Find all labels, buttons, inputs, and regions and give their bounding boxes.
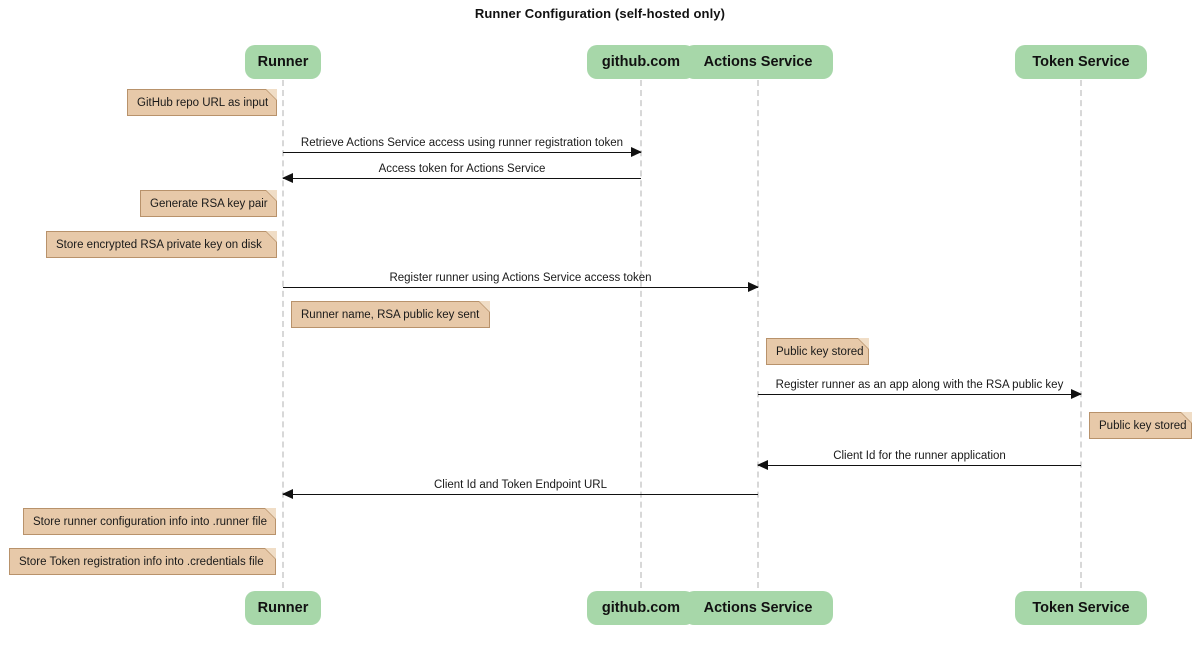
note-box: GitHub repo URL as input: [127, 89, 277, 116]
note-text: Public key stored: [1099, 419, 1187, 432]
message-arrow: Access token for Actions Service: [282, 163, 641, 183]
participant-label: Token Service: [1032, 600, 1130, 616]
participant-runner-top[interactable]: Runner: [245, 45, 321, 79]
arrowhead-icon: [748, 282, 759, 292]
message-arrow: Register runner as an app along with the…: [758, 379, 1082, 399]
participant-label: github.com: [601, 54, 681, 70]
participant-github-top[interactable]: github.com: [587, 45, 695, 79]
lifeline-runner: [282, 80, 284, 588]
note-box: Runner name, RSA public key sent: [291, 301, 490, 328]
lifeline-github: [640, 80, 642, 588]
participant-runner-bottom[interactable]: Runner: [245, 591, 321, 625]
message-line: [283, 287, 758, 288]
note-box: Store Token registration info into .cred…: [9, 548, 276, 575]
message-label: Register runner using Actions Service ac…: [389, 272, 652, 284]
arrowhead-icon: [282, 173, 293, 183]
lifeline-actions: [757, 80, 759, 588]
note-text: Generate RSA key pair: [150, 197, 268, 210]
note-box: Store encrypted RSA private key on disk: [46, 231, 277, 258]
message-line: [758, 394, 1081, 395]
arrowhead-icon: [757, 460, 768, 470]
note-box: Store runner configuration info into .ru…: [23, 508, 276, 535]
note-box: Public key stored: [766, 338, 869, 365]
participant-label: Actions Service: [703, 54, 813, 70]
message-line: [758, 465, 1081, 466]
message-label: Client Id for the runner application: [833, 450, 1006, 462]
note-text: GitHub repo URL as input: [137, 96, 269, 109]
participant-actions-bottom[interactable]: Actions Service: [683, 591, 833, 625]
note-text: Store encrypted RSA private key on disk: [56, 238, 262, 251]
message-arrow: Client Id and Token Endpoint URL: [282, 479, 758, 499]
participant-token-bottom[interactable]: Token Service: [1014, 591, 1148, 625]
message-label: Register runner as an app along with the…: [775, 379, 1064, 391]
participant-token-top[interactable]: Token Service: [1014, 45, 1148, 79]
message-label: Retrieve Actions Service access using ru…: [300, 137, 624, 149]
arrowhead-icon: [282, 489, 293, 499]
participant-label: github.com: [601, 600, 681, 616]
note-text: Runner name, RSA public key sent: [301, 308, 480, 321]
participant-label: Runner: [257, 600, 309, 616]
arrowhead-icon: [631, 147, 642, 157]
message-line: [283, 494, 758, 495]
participant-label: Actions Service: [703, 600, 813, 616]
message-arrow: Register runner using Actions Service ac…: [283, 272, 759, 292]
note-text: Store Token registration info into .cred…: [19, 555, 264, 568]
participant-label: Token Service: [1032, 54, 1130, 70]
lifeline-token: [1080, 80, 1082, 588]
arrowhead-icon: [1071, 389, 1082, 399]
note-box: Public key stored: [1089, 412, 1192, 439]
message-label: Client Id and Token Endpoint URL: [433, 479, 608, 491]
message-label: Access token for Actions Service: [378, 163, 546, 175]
message-line: [283, 152, 641, 153]
note-text: Store runner configuration info into .ru…: [33, 515, 267, 528]
page-title: Runner Configuration (self-hosted only): [474, 6, 726, 21]
message-arrow: Retrieve Actions Service access using ru…: [283, 137, 642, 157]
participant-actions-top[interactable]: Actions Service: [683, 45, 833, 79]
participant-label: Runner: [257, 54, 309, 70]
message-arrow: Client Id for the runner application: [757, 450, 1081, 470]
participant-github-bottom[interactable]: github.com: [587, 591, 695, 625]
note-text: Public key stored: [776, 345, 864, 358]
note-box: Generate RSA key pair: [140, 190, 277, 217]
message-line: [283, 178, 641, 179]
